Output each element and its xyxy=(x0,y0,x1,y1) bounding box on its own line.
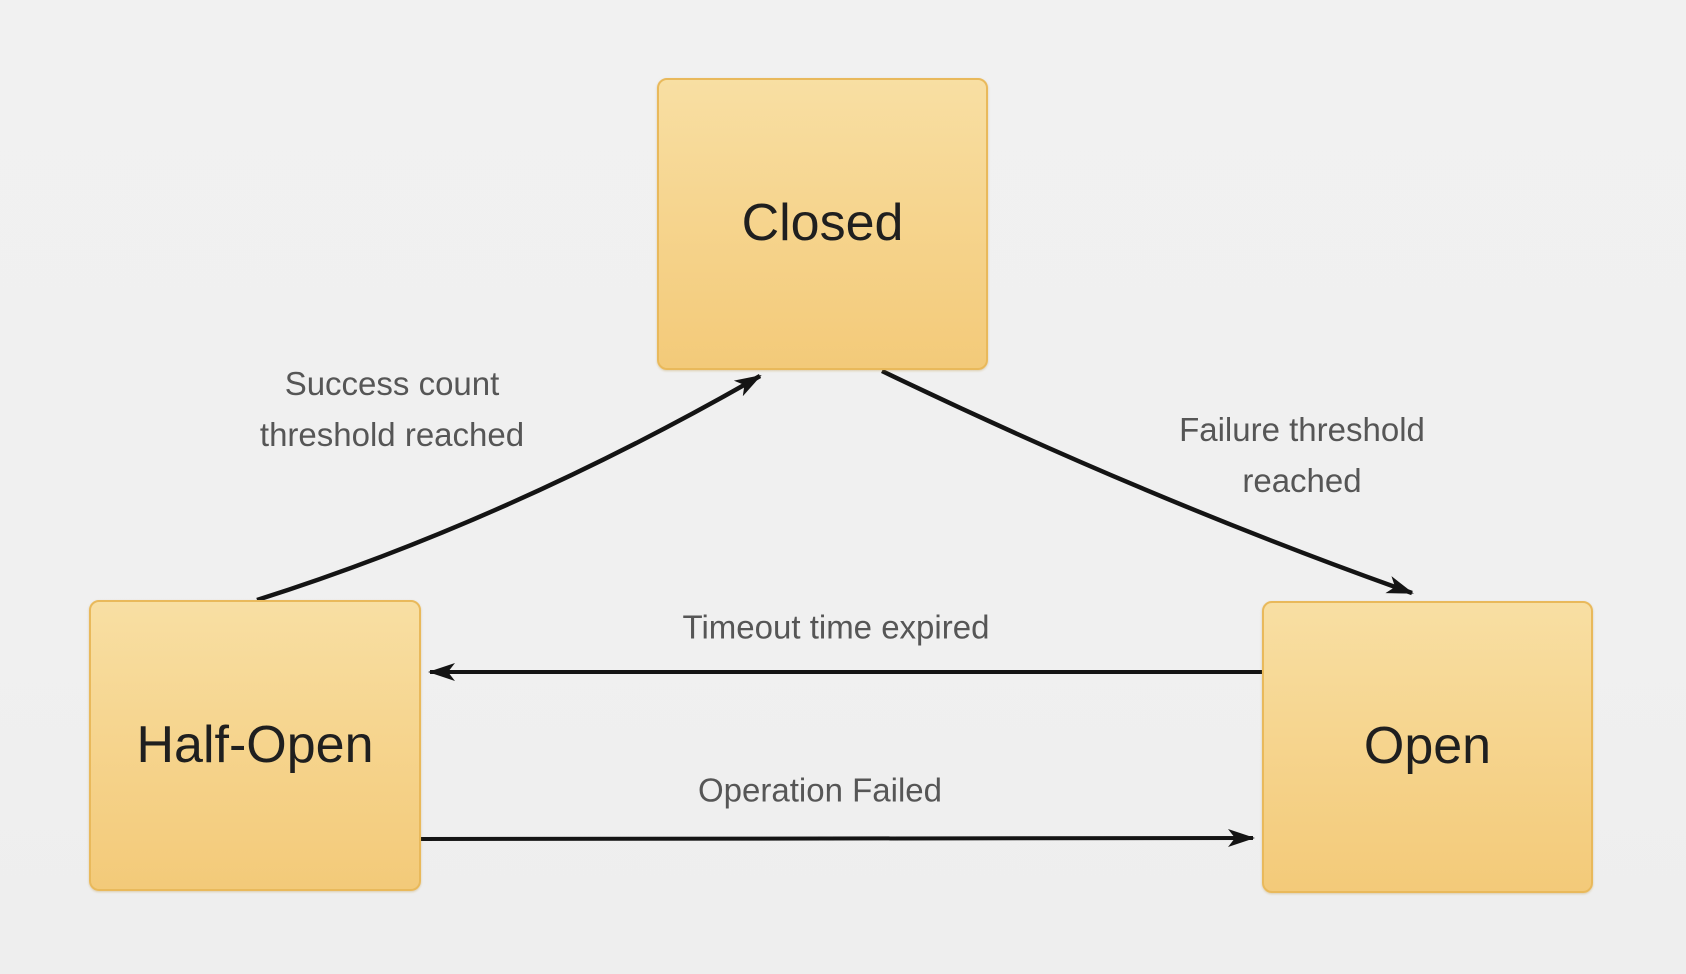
state-node-open: Open xyxy=(1262,601,1593,893)
state-node-closed: Closed xyxy=(657,78,988,370)
edge-label-operation-failed: Operation Failed xyxy=(698,771,942,809)
edge-label-timeout-expired: Timeout time expired xyxy=(682,608,990,646)
state-label-half-open: Half-Open xyxy=(136,715,374,774)
state-node-half-open: Half-Open xyxy=(89,600,421,891)
arrow-halfopen-to-open xyxy=(420,829,1255,848)
edge-label-failure-threshold: Failure threshold reached xyxy=(1179,410,1425,499)
state-label-open: Open xyxy=(1363,717,1492,776)
edge-label-success-count-threshold: Success count threshold reached xyxy=(259,364,525,453)
state-label-closed: Closed xyxy=(741,194,904,253)
